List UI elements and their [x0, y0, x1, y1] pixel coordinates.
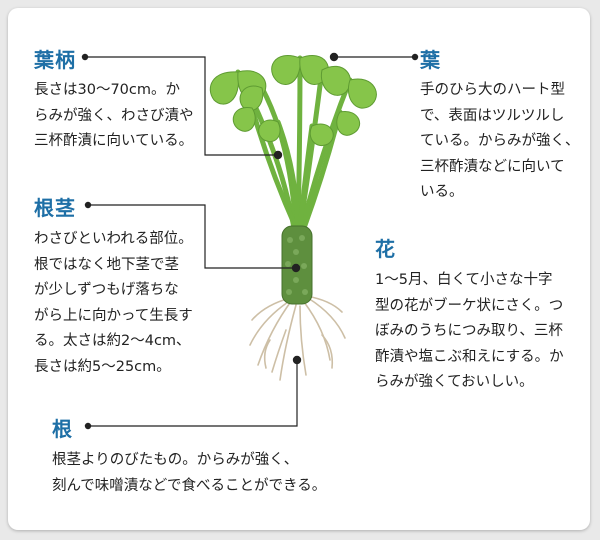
leader-lines	[85, 56, 415, 427]
rhizome-line: がら上に向かって生長す	[34, 307, 193, 324]
petiole-line: らみが強く、わさび漬や	[34, 107, 194, 124]
rhizome-line: が少しずつもげ落ちな	[34, 282, 179, 298]
petiole-line: 長さは30～70cm。か	[34, 82, 180, 98]
flower-line: 1～5月、白くて小さな十字	[375, 272, 553, 288]
rhizome-line: わさびといわれる部位。	[34, 231, 193, 247]
flower-line: 酢漬や塩こぶ和えにする。か	[375, 348, 564, 365]
flower-description: 1～5月、白くて小さな十字 型の花がブーケ状にさく。つ ぼみのうちにつみ取り、三…	[375, 268, 564, 396]
flower-line: らみが強くておいしい。	[375, 374, 534, 390]
leaf-line: で、表面はツルツルし	[420, 107, 565, 124]
leaf-description: 手のひら大のハート型 で、表面はツルツルし ている。からみが強く、 三杯酢漬など…	[420, 78, 580, 206]
rhizome-line: 根ではなく地下茎で茎	[34, 256, 179, 273]
leaf-illustration	[209, 55, 377, 146]
flower-line: ぼみのうちにつみ取り、三杯	[375, 323, 563, 339]
root-dot	[84, 422, 92, 430]
petiole-target-dot	[273, 150, 283, 160]
petiole-description: 長さは30～70cm。か らみが強く、わさび漬や 三杯酢漬に向いている。	[34, 78, 194, 155]
leaf-line: 手のひら大のハート型	[420, 82, 565, 98]
leaf-line: 三杯酢漬などに向いて	[420, 158, 565, 175]
leaf-line: いる。	[420, 184, 464, 200]
rhizome-target-dot	[291, 263, 301, 273]
rhizome-description: わさびといわれる部位。 根ではなく地下茎で茎 が少しずつもげ落ちな がら上に向か…	[34, 227, 193, 380]
root-line: 根茎よりのびたもの。からみが強く、	[52, 452, 299, 468]
rhizome-leader-line	[88, 204, 296, 269]
root-target-dot	[292, 355, 302, 365]
rhizome-line: 長さは約5～25cm。	[34, 358, 171, 375]
flower-title: 花	[375, 237, 396, 261]
leaf-target-dot	[329, 52, 339, 62]
rhizome-line: る。太さは約2～4cm、	[34, 333, 191, 349]
leaf-title: 葉	[420, 48, 441, 72]
petiole-leader-line	[85, 56, 278, 156]
leaf-dot	[411, 53, 419, 61]
root-title: 根	[52, 417, 73, 441]
root-leader-line	[88, 360, 298, 427]
rhizome-title: 根茎	[34, 196, 76, 220]
root-line: 刻んで味噌漬などで食べることができる。	[52, 477, 327, 494]
petiole-dot	[81, 53, 89, 61]
petiole-line: 三杯酢漬に向いている。	[34, 133, 194, 149]
leaf-line: ている。からみが強く、	[420, 133, 580, 149]
petiole-title: 葉柄	[34, 48, 76, 72]
flower-line: 型の花がブーケ状にさく。つ	[375, 297, 564, 314]
rhizome-dot	[84, 201, 92, 209]
root-description: 根茎よりのびたもの。からみが強く、 刻んで味噌漬などで食べることができる。	[52, 448, 326, 499]
